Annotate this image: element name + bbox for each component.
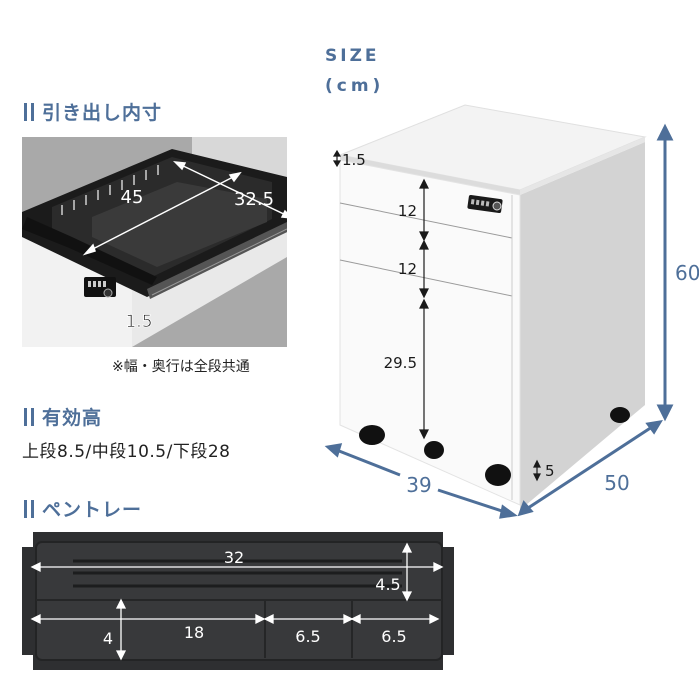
drawer-wall-label: 1.5 bbox=[125, 312, 152, 332]
unit-label: (cm) bbox=[325, 76, 385, 96]
width-label: 39 bbox=[406, 473, 431, 497]
tray-total-width: 32 bbox=[224, 548, 244, 567]
tray-comp1-width: 18 bbox=[184, 623, 204, 642]
tray-comp2-width: 6.5 bbox=[295, 627, 320, 646]
effective-height-title: 有効高 bbox=[24, 403, 102, 430]
drawer3-height-label: 29.5 bbox=[384, 354, 417, 372]
tray-bottom-depth: 4 bbox=[103, 629, 113, 648]
size-heading: SIZE bbox=[325, 46, 380, 66]
total-height-label: 60 bbox=[675, 261, 699, 285]
cabinet-diagram: 1.5 12 12 29.5 5 60 39 50 bbox=[324, 104, 699, 519]
effective-height-values: 上段8.5/中段10.5/下段28 bbox=[22, 442, 231, 462]
pen-tray-title-text: ペントレー bbox=[42, 499, 143, 521]
title-bars-icon bbox=[24, 102, 34, 121]
pen-tray-diagram: 32 4.5 4 18 6.5 6.5 bbox=[22, 532, 454, 670]
depth-label: 50 bbox=[604, 471, 629, 495]
drawer-interior-photo: 45 32.5 1.5 bbox=[22, 137, 287, 347]
drawer-inner-title: 引き出し内寸 bbox=[24, 98, 162, 125]
caster-height-label: 5 bbox=[545, 462, 555, 480]
effective-height-title-text: 有効高 bbox=[42, 407, 103, 429]
drawer-inner-title-text: 引き出し内寸 bbox=[42, 102, 163, 124]
tray-comp3-width: 6.5 bbox=[381, 627, 406, 646]
top-thickness-label: 1.5 bbox=[342, 151, 366, 169]
tray-top-depth: 4.5 bbox=[375, 575, 400, 594]
pen-tray-title: ペントレー bbox=[24, 495, 142, 522]
title-bars-icon bbox=[24, 407, 34, 426]
drawer-depth-label: 32.5 bbox=[234, 189, 274, 210]
drawer2-height-label: 12 bbox=[398, 260, 417, 278]
drawer-width-label: 45 bbox=[121, 187, 144, 208]
drawer1-height-label: 12 bbox=[398, 202, 417, 220]
drawer-common-note: ※幅・奥行は全段共通 bbox=[112, 359, 250, 375]
title-bars-icon bbox=[24, 499, 34, 518]
